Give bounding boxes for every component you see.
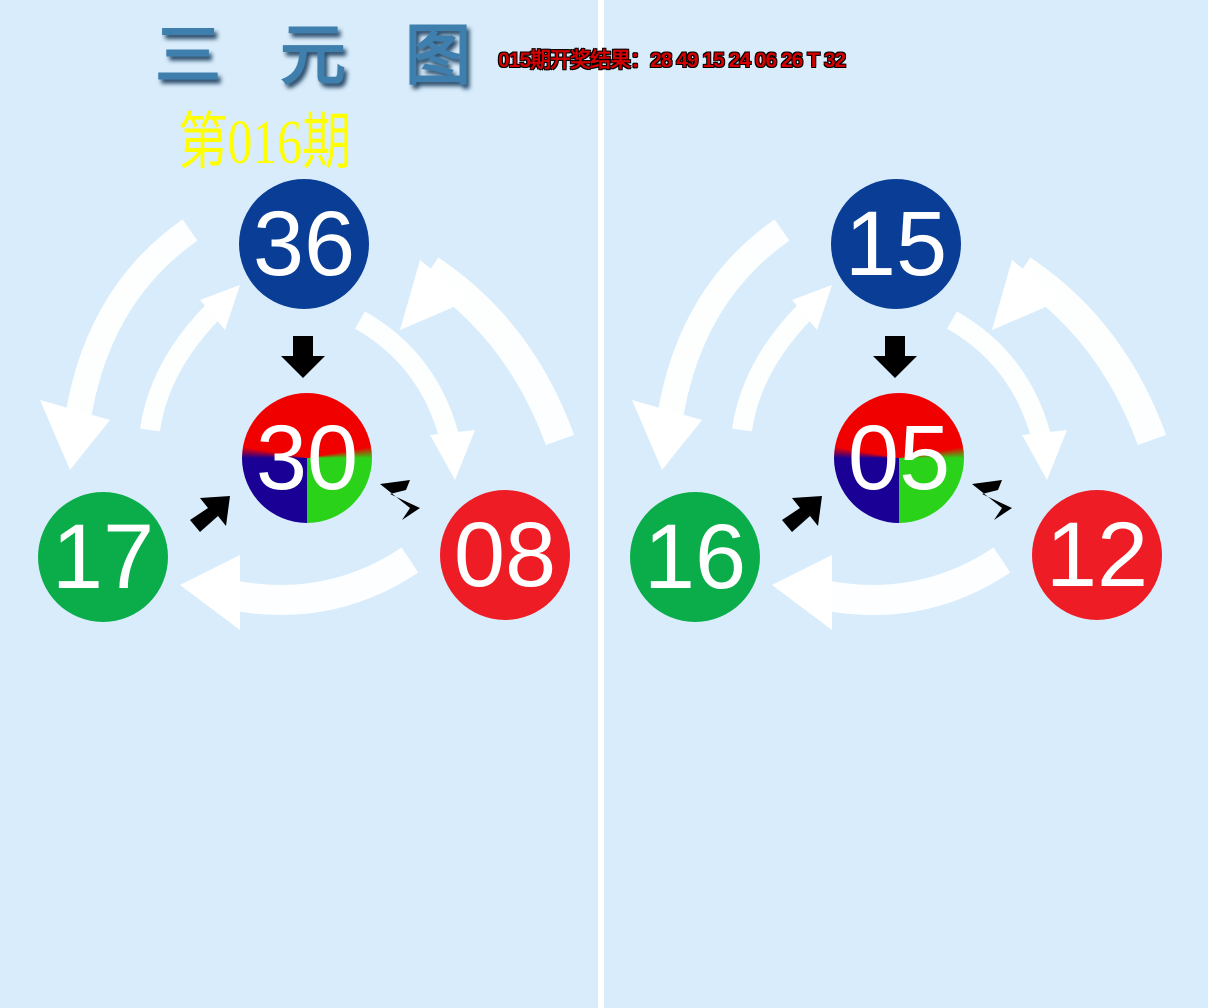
page-title: 三 元 图: [155, 16, 489, 94]
cycle-arrows-graphic: [40, 219, 575, 630]
ball-right: 12: [1032, 490, 1162, 620]
ball-center: 05: [834, 393, 964, 523]
down-arrow-icon: [873, 336, 917, 378]
right-arrow-icon: [190, 496, 230, 532]
ball-left-number: 16: [643, 506, 747, 608]
ball-top-number: 15: [844, 193, 948, 295]
right-arrow-icon: [782, 496, 822, 532]
ball-top: 36: [239, 179, 369, 309]
ball-right-number: 12: [1045, 504, 1149, 606]
ball-center-number: 05: [847, 407, 951, 509]
ball-top: 15: [831, 179, 961, 309]
ball-right-number: 08: [453, 504, 557, 606]
left-arrow-icon: [972, 480, 1012, 520]
arrow-icons: [782, 336, 1012, 532]
panel-divider: [598, 0, 604, 1008]
previous-result: 015期开奖结果：28 49 15 24 06 26 T 32: [498, 49, 846, 72]
panel-left: 36 30 17 08: [0, 0, 600, 700]
arrow-icons: [190, 336, 420, 532]
left-arrow-icon: [380, 480, 420, 520]
cycle-arrows-graphic: [632, 219, 1167, 630]
ball-top-number: 36: [252, 193, 356, 295]
ball-right: 08: [440, 490, 570, 620]
ball-left: 17: [38, 492, 168, 622]
ball-left: 16: [630, 492, 760, 622]
panel-right: 15 05 16 12: [592, 0, 1192, 700]
ball-left-number: 17: [51, 506, 155, 608]
ball-center-number: 30: [255, 407, 359, 509]
ball-center: 30: [242, 393, 372, 523]
down-arrow-icon: [281, 336, 325, 378]
issue-number: 第016期: [178, 109, 352, 177]
